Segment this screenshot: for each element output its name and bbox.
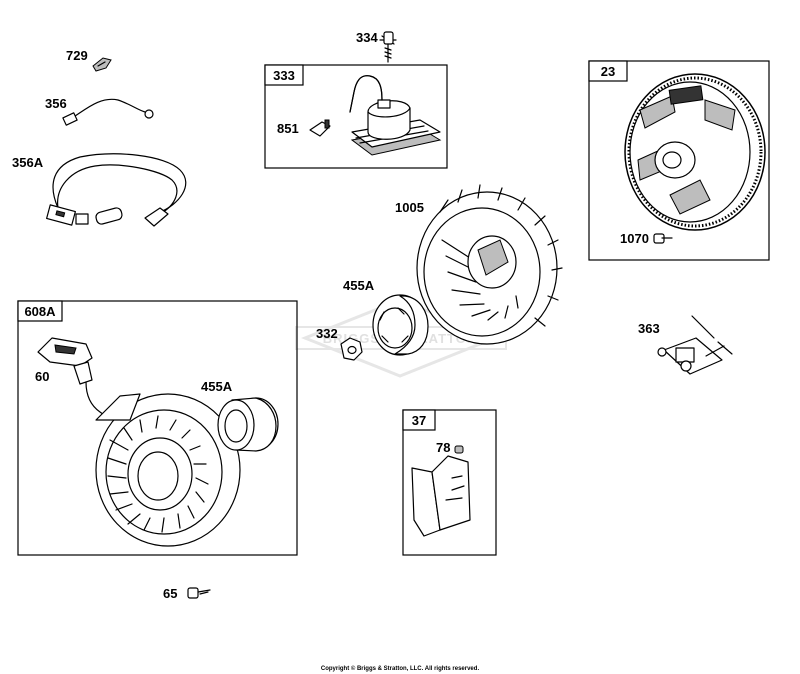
box-23-label: 23: [601, 64, 615, 79]
copyright-text: Copyright © Briggs & Stratton, LLC. All …: [321, 665, 480, 672]
label-65: 65: [163, 586, 177, 601]
label-1005: 1005: [395, 200, 424, 215]
part-65-screw: [187, 587, 211, 599]
box-608A-label: 608A: [24, 304, 56, 319]
box-37-label: 37: [412, 413, 426, 428]
box-37: 37: [402, 409, 497, 556]
label-363: 363: [638, 321, 660, 336]
label-332: 332: [316, 326, 338, 341]
label-851: 851: [277, 121, 299, 136]
label-455A-top: 455A: [343, 278, 375, 293]
box-333: 333: [264, 64, 448, 169]
label-1070: 1070: [620, 231, 649, 246]
part-455A-cup-top: [372, 294, 429, 356]
label-334: 334: [356, 30, 378, 45]
box-23: 23: [588, 60, 770, 261]
box-333-label: 333: [273, 68, 295, 83]
label-356: 356: [45, 96, 67, 111]
label-356A: 356A: [12, 155, 44, 170]
part-356A-harness: [46, 153, 187, 227]
label-729: 729: [66, 48, 88, 63]
part-356-wire: [62, 98, 154, 126]
part-1005-fan: [416, 184, 563, 345]
part-729-clip: [92, 57, 112, 72]
part-334-screw: [379, 31, 397, 63]
part-1070-bolt: [653, 233, 673, 244]
label-455A-box: 455A: [201, 379, 233, 394]
label-78: 78: [436, 440, 450, 455]
part-332-nut: [340, 337, 363, 361]
label-60: 60: [35, 369, 49, 384]
part-363-bracket: [657, 315, 733, 375]
box-608A: 608A: [17, 300, 298, 556]
